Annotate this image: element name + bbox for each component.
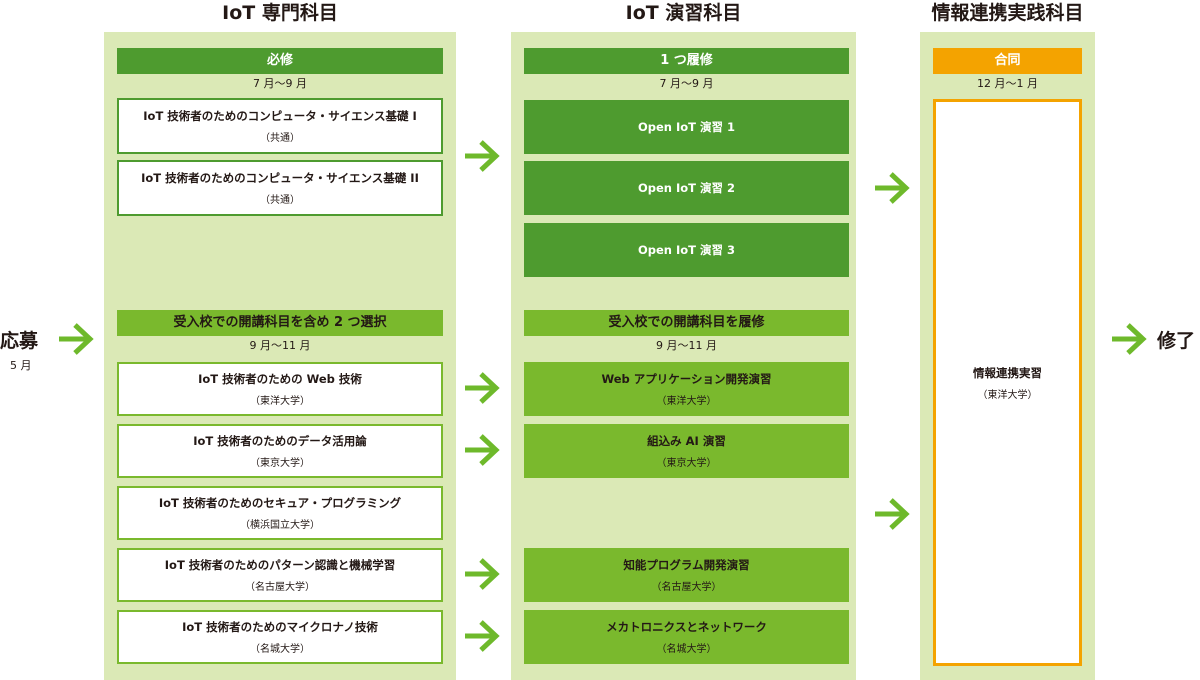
course-web-tech: IoT 技術者のための Web 技術 （東洋大学）	[117, 362, 443, 416]
course-title: IoT 技術者のためのマイクロナノ技術	[182, 620, 378, 634]
course-info-practice: 情報連携実習 （東洋大学）	[933, 99, 1082, 666]
course-title: Open IoT 演習 3	[637, 243, 736, 257]
course-title: 情報連携実習	[973, 365, 1042, 380]
host-practice-header: 受入校での開講科目を履修	[524, 310, 849, 336]
course-note: （共通）	[260, 195, 300, 206]
course-intelligent-program: 知能プログラム開発演習 （名古屋大学）	[524, 548, 849, 602]
select-one-header: 1 つ履修	[524, 48, 849, 74]
course-mechatronics: メカトロニクスとネットワーク （名城大学）	[524, 610, 849, 664]
course-note: （横浜国立大学）	[240, 520, 320, 531]
elective-header: 受入校での開講科目を含め 2 つ選択	[117, 310, 443, 336]
course-note: （東洋大学）	[656, 396, 717, 407]
course-open-iot-2: Open IoT 演習 2	[524, 161, 849, 215]
course-cs-basics-2: IoT 技術者のためのコンピュータ・サイエンス基礎 II （共通）	[117, 160, 443, 216]
start-label: 応募	[0, 330, 39, 352]
course-open-iot-3: Open IoT 演習 3	[524, 223, 849, 277]
joint-period: 12 月〜1 月	[977, 77, 1038, 90]
course-title: IoT 技術者のためのパターン認識と機械学習	[164, 558, 396, 572]
course-note: （名古屋大学）	[245, 582, 315, 593]
course-secure-programming: IoT 技術者のためのセキュア・プログラミング （横浜国立大学）	[117, 486, 443, 540]
column-title-iot-specialized: IoT 専門科目	[222, 2, 338, 24]
course-title: 組込み AI 演習	[647, 434, 726, 448]
course-embedded-ai: 組込み AI 演習 （東京大学）	[524, 424, 849, 478]
course-title: IoT 技術者のためのコンピュータ・サイエンス基礎 I	[143, 109, 417, 123]
arrow-right-icon	[465, 372, 500, 404]
elective-period: 9 月〜11 月	[249, 339, 311, 352]
course-title: メカトロニクスとネットワーク	[606, 620, 767, 634]
select-one-period: 7 月〜9 月	[659, 77, 714, 90]
arrow-right-icon	[875, 172, 910, 204]
course-title: IoT 技術者のためのコンピュータ・サイエンス基礎 II	[141, 171, 419, 185]
course-title: IoT 技術者のためのセキュア・プログラミング	[158, 496, 402, 510]
start-month: 5 月	[10, 359, 32, 372]
arrow-right-icon	[465, 558, 500, 590]
arrow-right-icon	[465, 434, 500, 466]
course-micro-nano: IoT 技術者のためのマイクロナノ技術 （名城大学）	[117, 610, 443, 664]
course-title: Open IoT 演習 1	[637, 120, 736, 134]
joint-header: 合同	[933, 48, 1082, 74]
arrow-right-icon	[875, 498, 910, 530]
course-note: （名古屋大学）	[651, 582, 722, 593]
required-period: 7 月〜9 月	[253, 77, 307, 90]
course-web-app-dev: Web アプリケーション開発演習 （東洋大学）	[524, 362, 849, 416]
arrow-right-icon	[1112, 323, 1147, 355]
arrow-right-icon	[59, 323, 94, 355]
course-title: 知能プログラム開発演習	[623, 558, 750, 572]
course-note: （東洋大学）	[977, 389, 1038, 401]
course-title: IoT 技術者のための Web 技術	[198, 372, 362, 386]
course-data-utilization: IoT 技術者のためのデータ活用論 （東京大学）	[117, 424, 443, 478]
course-note: （名城大学）	[250, 644, 310, 655]
host-practice-period: 9 月〜11 月	[656, 339, 717, 352]
course-title: IoT 技術者のためのデータ活用論	[193, 434, 367, 448]
end-label: 修了	[1157, 330, 1196, 352]
course-cs-basics-1: IoT 技術者のためのコンピュータ・サイエンス基礎 I （共通）	[117, 98, 443, 154]
course-note: （東洋大学）	[250, 396, 310, 407]
arrow-right-icon	[465, 620, 500, 652]
course-title: Open IoT 演習 2	[637, 181, 736, 195]
course-title: Web アプリケーション開発演習	[601, 372, 772, 386]
required-header: 必修	[117, 48, 443, 74]
course-open-iot-1: Open IoT 演習 1	[524, 100, 849, 154]
course-note: （名城大学）	[656, 644, 717, 655]
arrow-right-icon	[465, 140, 500, 172]
course-note: （東京大学）	[250, 458, 310, 469]
course-pattern-recognition: IoT 技術者のためのパターン認識と機械学習 （名古屋大学）	[117, 548, 443, 602]
course-note: （共通）	[260, 133, 300, 144]
column-title-info-practice: 情報連携実践科目	[931, 2, 1084, 24]
course-note: （東京大学）	[656, 458, 717, 469]
column-title-iot-exercise: IoT 演習科目	[625, 2, 742, 24]
